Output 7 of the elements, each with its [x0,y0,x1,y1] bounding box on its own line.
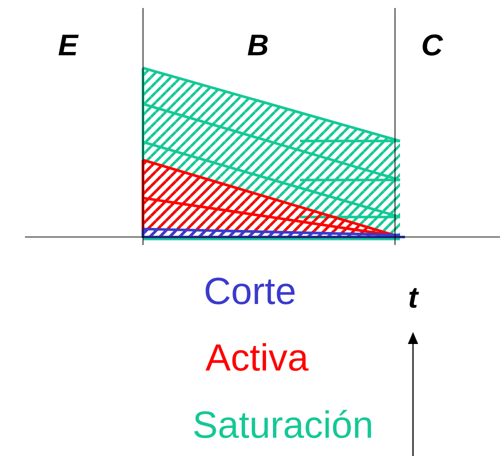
region-label: E [58,34,79,56]
region-label: C [422,34,444,56]
legend-text: Activa [206,343,309,371]
axis-label: t [409,288,419,308]
region-label: B [248,34,268,56]
legend-text: Saturación [194,410,372,438]
legend-text: Corte [206,278,295,304]
